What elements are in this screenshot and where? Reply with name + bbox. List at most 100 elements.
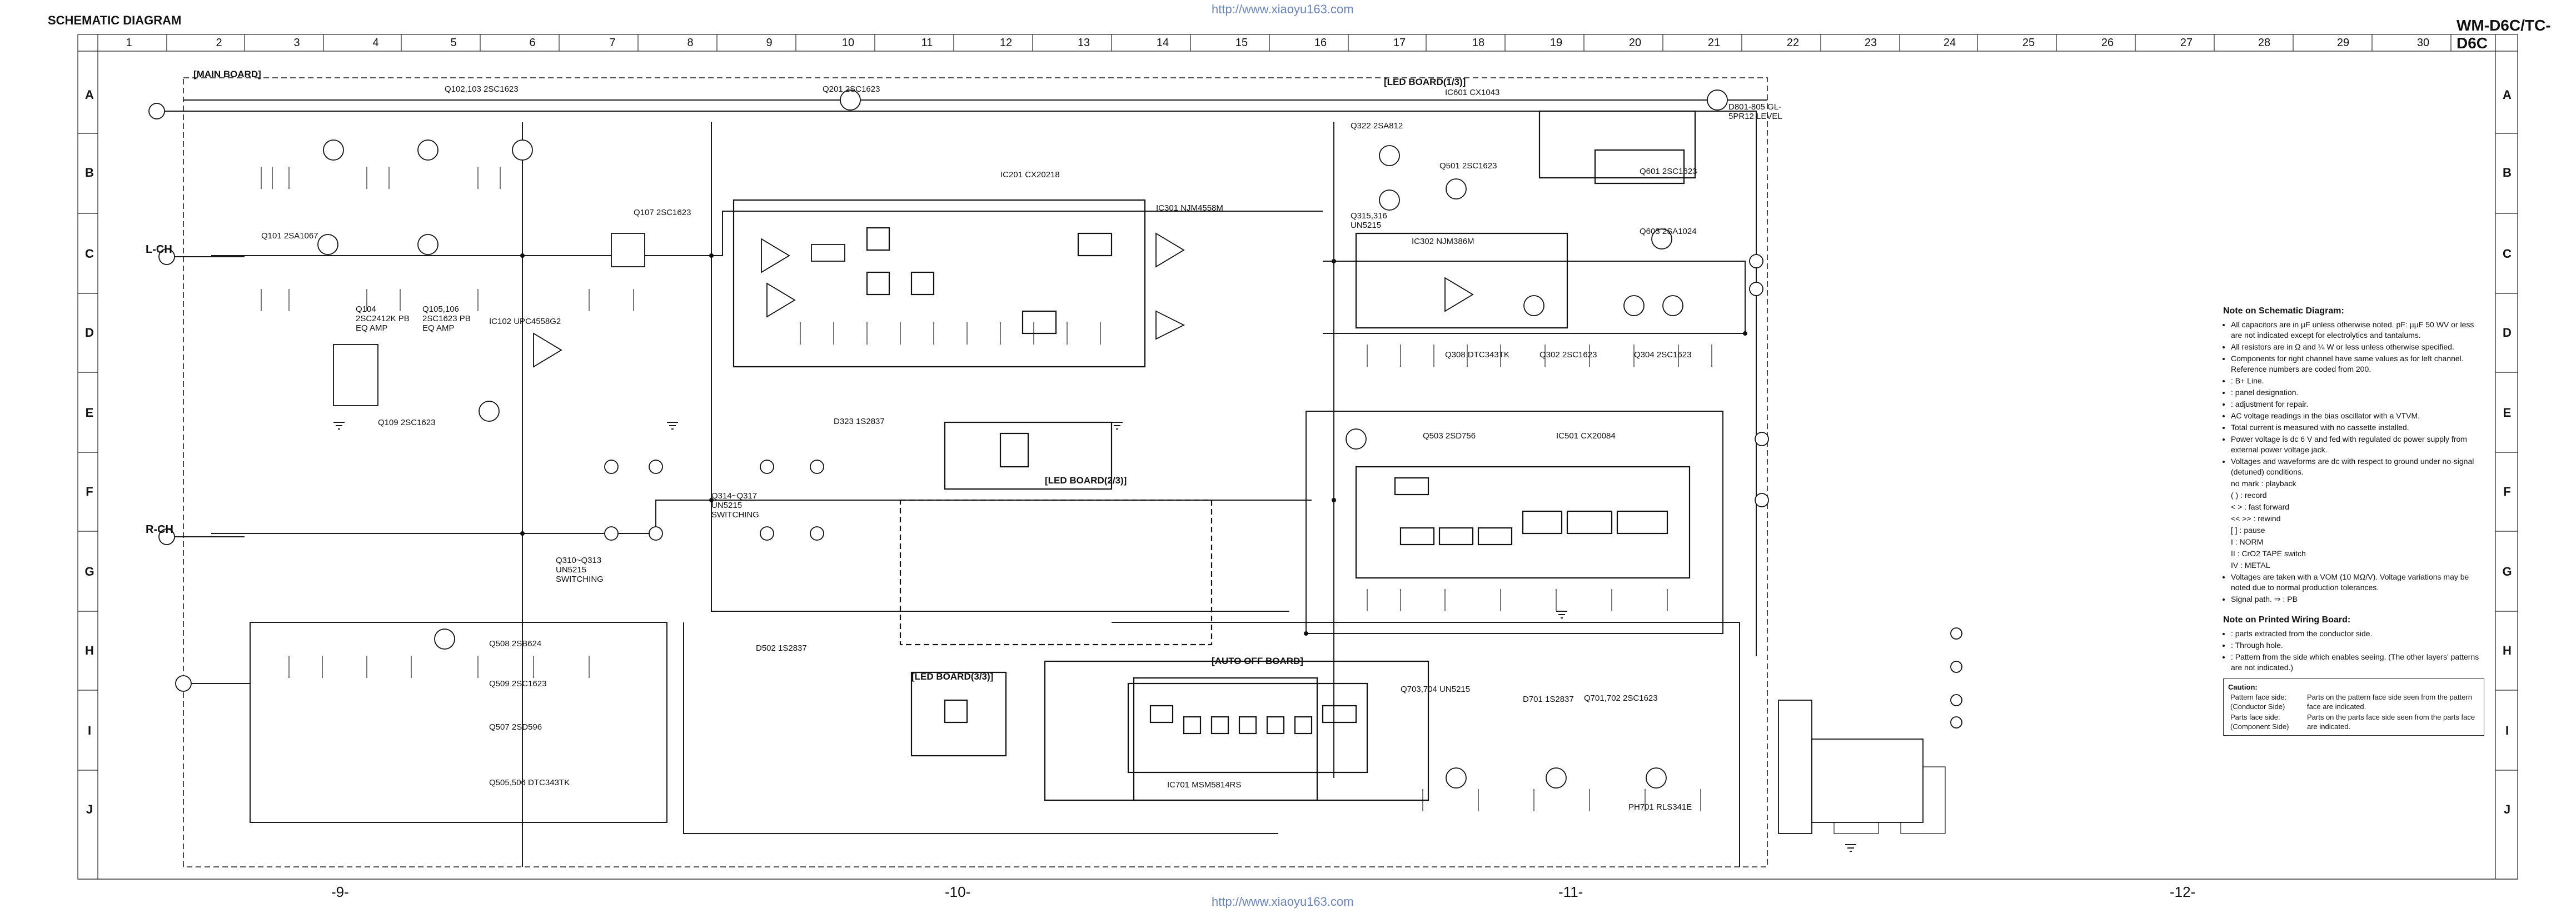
column-number: 19: [1549, 37, 1563, 49]
label-q109: Q109 2SC1623: [378, 418, 436, 427]
note-item: ( ) : record: [2231, 491, 2267, 500]
note-item: II : CrO2 TAPE switch: [2231, 549, 2306, 558]
header-title-right: WM-D6C/TC-D6C: [2457, 17, 2551, 52]
label-q102: Q102,103 2SC1623: [445, 84, 519, 94]
note-item: Voltages are taken with a VOM (10 MΩ/V).…: [2231, 572, 2484, 593]
row-letter-left: F: [86, 485, 93, 498]
schematic-notes: Note on Schematic Diagram: All capacitor…: [2223, 306, 2484, 736]
row-letter-right: J: [2503, 802, 2511, 816]
column-number: 23: [1864, 37, 1877, 49]
note-item: Signal path. ⇒ : PB: [2231, 594, 2484, 605]
note-item: All capacitors are in µF unless otherwis…: [2231, 320, 2484, 341]
caution-box: Caution: Pattern face side: (Conductor S…: [2223, 678, 2484, 736]
caution-title: Caution:: [2228, 683, 2258, 691]
caution-value: Parts on the parts face side seen from t…: [2307, 713, 2475, 731]
column-number: 3: [293, 37, 300, 49]
note-item: : B+ Line.: [2231, 376, 2484, 386]
label-d323: D323 1S2837: [834, 417, 885, 426]
label-q101: Q101 2SA1067: [261, 231, 318, 241]
pwb-note-item: : Through hole.: [2231, 640, 2484, 651]
column-number: 20: [1628, 37, 1642, 49]
column-number: 26: [2101, 37, 2114, 49]
note-item: Total current is measured with no casset…: [2231, 422, 2484, 433]
label-q322: Q322 2SA812: [1351, 121, 1403, 131]
pwb-note-item: : Pattern from the side which enables se…: [2231, 652, 2484, 673]
column-number: 11: [921, 37, 933, 49]
note-item: : adjustment for repair.: [2231, 399, 2484, 410]
label-ic302: IC302 NJM386M: [1412, 237, 1474, 246]
row-letter-left: D: [85, 326, 94, 340]
label-ph701: PH701 RLS341E: [1628, 802, 1692, 812]
column-number: 17: [1393, 37, 1406, 49]
note-item: Voltages and waveforms are dc with respe…: [2231, 456, 2484, 477]
row-letter-right: F: [2503, 485, 2511, 498]
caution-row: Pattern face side: (Conductor Side) Part…: [2228, 692, 2479, 712]
label-rch: R-CH: [146, 523, 173, 536]
notes-list: All capacitors are in µF unless otherwis…: [2223, 320, 2484, 605]
row-letter-right: I: [2505, 724, 2509, 737]
label-q601: Q601 2SC1623: [1640, 167, 1697, 176]
row-letter-left: J: [86, 802, 93, 816]
board-label-main: [MAIN BOARD]: [193, 69, 261, 79]
column-number: 1: [126, 37, 132, 49]
watermark-url-top: http://www.xiaoyu163.com: [1212, 2, 1354, 16]
column-number: 5: [450, 37, 457, 49]
note-item: no mark : playback: [2231, 479, 2296, 488]
note-item: IV : METAL: [2231, 561, 2270, 570]
caution-table: Pattern face side: (Conductor Side) Part…: [2228, 692, 2479, 732]
label-d502: D502 1S2837: [756, 643, 807, 653]
label-q505: Q505,506 DTC343TK: [489, 778, 570, 787]
pwb-notes-title: Note on Printed Wiring Board:: [2223, 615, 2351, 625]
label-q603: Q603 2SA1024: [1640, 227, 1697, 236]
board-label-auto-off: [AUTO OFF BOARD]: [1212, 656, 1303, 666]
row-letter-left: A: [85, 88, 94, 102]
label-q308: Q308 DTC343TK: [1445, 350, 1509, 360]
page-number: -9-: [331, 884, 349, 900]
pwb-notes-list: : parts extracted from the conductor sid…: [2223, 628, 2484, 673]
label-ic501: IC501 CX20084: [1556, 431, 1616, 441]
notes-title: Note on Schematic Diagram:: [2223, 306, 2344, 316]
column-number: 7: [609, 37, 616, 49]
column-number: 29: [2336, 37, 2350, 49]
label-q201: Q201 2SC1623: [823, 84, 880, 94]
column-number: 10: [841, 37, 855, 49]
label-d801: D801-805 GL-5PR12 LEVEL: [1728, 102, 1782, 121]
page-number: -11-: [1558, 884, 1583, 900]
watermark-url-bottom: http://www.xiaoyu163.com: [1212, 895, 1354, 909]
label-ic102: IC102 UPC4558G2: [489, 317, 561, 326]
column-number: 15: [1235, 37, 1248, 49]
board-label-led1: [LED BOARD(1/3)]: [1384, 77, 1466, 87]
label-q701: Q701,702 2SC1623: [1584, 694, 1658, 703]
row-letter-left: E: [85, 406, 94, 420]
label-q508: Q508 2SB624: [489, 639, 542, 648]
column-number: 16: [1314, 37, 1327, 49]
caution-key: Parts face side: (Component Side): [2230, 713, 2289, 731]
label-q507: Q507 2SD596: [489, 722, 542, 732]
row-letter-right: H: [2503, 643, 2512, 657]
row-letter-left: C: [85, 247, 94, 261]
caution-row: Parts face side: (Component Side) Parts …: [2228, 712, 2479, 732]
column-number: 22: [1786, 37, 1800, 49]
row-letter-left: I: [87, 724, 92, 737]
label-q509: Q509 2SC1623: [489, 679, 547, 689]
column-number: 2: [216, 37, 222, 49]
row-letter-right: C: [2503, 247, 2512, 261]
note-item: Power voltage is dc 6 V and fed with reg…: [2231, 434, 2484, 455]
label-q314: Q314~Q317 UN5215 SWITCHING: [711, 491, 759, 520]
row-letter-left: H: [85, 643, 94, 657]
column-number: 27: [2180, 37, 2193, 49]
page-number: -10-: [945, 884, 971, 900]
label-q302: Q302 2SC1623: [1539, 350, 1597, 360]
caution-key: Pattern face side: (Conductor Side): [2230, 693, 2287, 711]
row-letter-left: B: [85, 166, 94, 179]
label-q105: Q105,106 2SC1623 PB EQ AMP: [422, 305, 471, 333]
column-number: 12: [999, 37, 1013, 49]
column-number: 21: [1707, 37, 1721, 49]
label-q315: Q315,316 UN5215: [1351, 211, 1387, 230]
row-letter-right: B: [2503, 166, 2512, 179]
note-item: : panel designation.: [2231, 387, 2484, 398]
column-number: 6: [529, 37, 536, 49]
label-q503: Q503 2SD756: [1423, 431, 1476, 441]
column-number: 18: [1472, 37, 1485, 49]
